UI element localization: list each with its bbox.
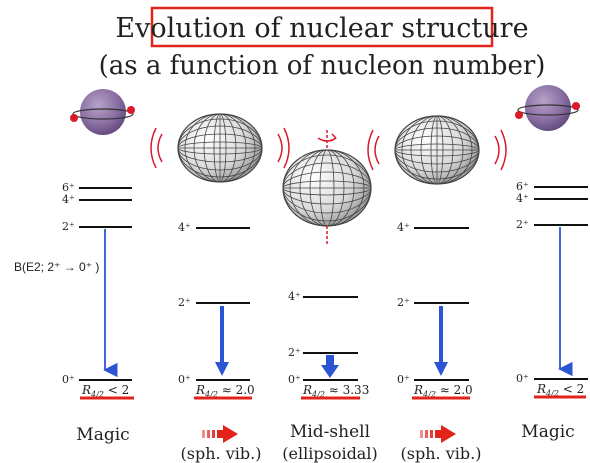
transition-arrow [326,355,334,367]
orbit-ball-icon [572,102,580,110]
ratio-label: R4/2 ≈ 2.0 [413,383,473,399]
orbit-ball-icon [515,111,523,119]
title-box [150,6,494,48]
wire-sphere-vibrating-left [150,113,290,183]
ellipsoid-rotating [282,130,372,244]
transition-arrowhead [434,362,448,376]
column-subtitle: (sph. vib.) [181,444,262,463]
column-mid-shell: 4⁺ 2⁺ 0⁺ R4/2 ≈ 3.33 Mid-shell (ellipsoi… [282,130,378,463]
column-subtitle: (ellipsoidal) [282,444,377,463]
column-vib-right: 4⁺ 2⁺ 0⁺ R4/2 ≈ 2.0 (sph. vib.) [367,115,507,463]
ratio-label: R4/2 < 2 [81,383,129,399]
level-label: 0⁺ [516,372,529,385]
orbit-ball-icon [127,106,135,114]
red-arrow-icon [420,425,456,443]
level-label: 4⁺ [397,221,410,234]
level-label: 4⁺ [516,192,529,205]
column-subtitle: (sph. vib.) [401,444,482,463]
page-subtitle: (as a function of nucleon number) [99,51,546,81]
level-label: 6⁺ [516,180,529,193]
ratio-label: R4/2 < 2 [536,382,584,398]
red-arrow-icon [202,425,238,443]
level-label: 6⁺ [62,181,75,194]
column-name: Magic [76,425,129,445]
orbit-ball-icon [70,114,78,122]
wire-sphere-vibrating-right [367,115,507,185]
level-label: 2⁺ [178,296,191,309]
column-magic-left: 6⁺ 4⁺ 2⁺ 0⁺ R4/2 < 2 Magic [62,89,135,445]
level-label: 2⁺ [516,218,529,231]
column-name: Magic [521,422,574,442]
sphere-shape-right [515,85,580,131]
level-label: 4⁺ [62,193,75,206]
level-label: 0⁺ [178,373,191,386]
ratio-label: R4/2 ≈ 3.33 [302,383,369,399]
transition-arrowhead [321,365,339,378]
page-title: Evolution of nuclear structure [115,13,528,44]
level-label: 0⁺ [397,373,410,386]
level-label: 2⁺ [397,296,410,309]
level-label: 0⁺ [62,373,75,386]
level-label: 2⁺ [62,220,75,233]
level-label: 2⁺ [288,346,301,359]
level-label: 4⁺ [288,290,301,303]
column-name: Mid-shell [290,422,370,442]
column-vib-left: 4⁺ 2⁺ 0⁺ R4/2 ≈ 2.0 (sph. vib.) [150,113,290,463]
ratio-label: R4/2 ≈ 2.0 [195,383,255,399]
level-label: 4⁺ [178,221,191,234]
sphere-shape-left [70,89,135,135]
column-magic-right: 6⁺ 4⁺ 2⁺ 0⁺ R4/2 < 2 Magic [515,85,588,442]
be2-label: B(E2; 2⁺ → 0⁺ ) [14,260,99,274]
transition-arrowhead [215,362,229,376]
level-label: 0⁺ [288,373,301,386]
